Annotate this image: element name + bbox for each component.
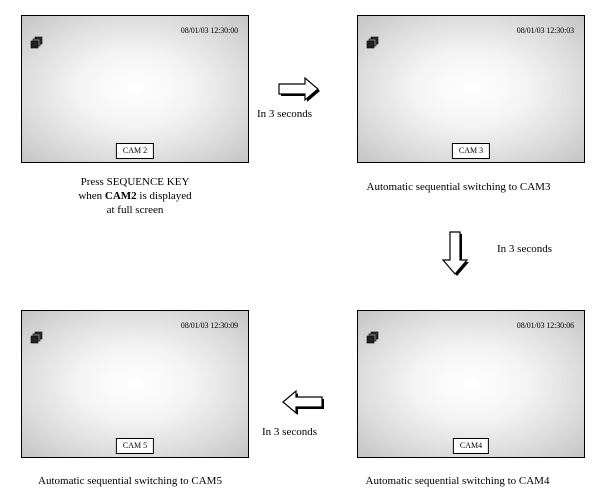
timestamp: 08/01/03 12:30:06 [516,321,574,330]
caption-line: at full screen [106,204,164,216]
down-arrow-icon [441,231,469,276]
caption-line: Press SEQUENCE KEY [80,176,190,188]
caption-text: when [78,190,105,202]
monitor-screen-cam2: 08/01/03 12:30:00 CAM 2 [21,15,249,163]
caption-step2: Automatic sequential switching to CAM3 [366,181,551,193]
timestamp: 08/01/03 12:30:09 [180,321,238,330]
caption-step4: Automatic sequential switching to CAM4 [365,475,550,487]
sequence-icon [30,331,43,344]
camera-name-bold: CAM2 [104,190,137,202]
timestamp: 08/01/03 12:30:03 [516,26,574,35]
sequence-icon [30,36,43,49]
caption-text: is displayed [136,190,192,202]
caption-step3: Automatic sequential switching to CAM5 [38,475,222,487]
delay-label-left: In 3 seconds [262,426,317,438]
monitor-screen-cam3: 08/01/03 12:30:03 CAM 3 [357,15,585,163]
timestamp: 08/01/03 12:30:00 [180,26,238,35]
camera-label: CAM 2 [115,143,155,159]
camera-label: CAM 3 [451,143,491,159]
sequence-icon [366,331,379,344]
monitor-screen-cam4: 08/01/03 12:30:06 CAM4 [357,310,585,458]
delay-label-down: In 3 seconds [497,243,552,255]
monitor-screen-cam5: 08/01/03 12:30:09 CAM 5 [21,310,249,458]
delay-label-right: In 3 seconds [257,108,312,120]
right-arrow-icon [278,76,320,102]
left-arrow-icon [282,389,324,415]
camera-label: CAM 5 [115,438,155,454]
camera-label: CAM4 [452,438,490,454]
caption-line: when CAM2 is displayed [15,189,255,203]
caption-step1: Press SEQUENCE KEY when CAM2 is displaye… [15,175,255,217]
sequence-icon [366,36,379,49]
